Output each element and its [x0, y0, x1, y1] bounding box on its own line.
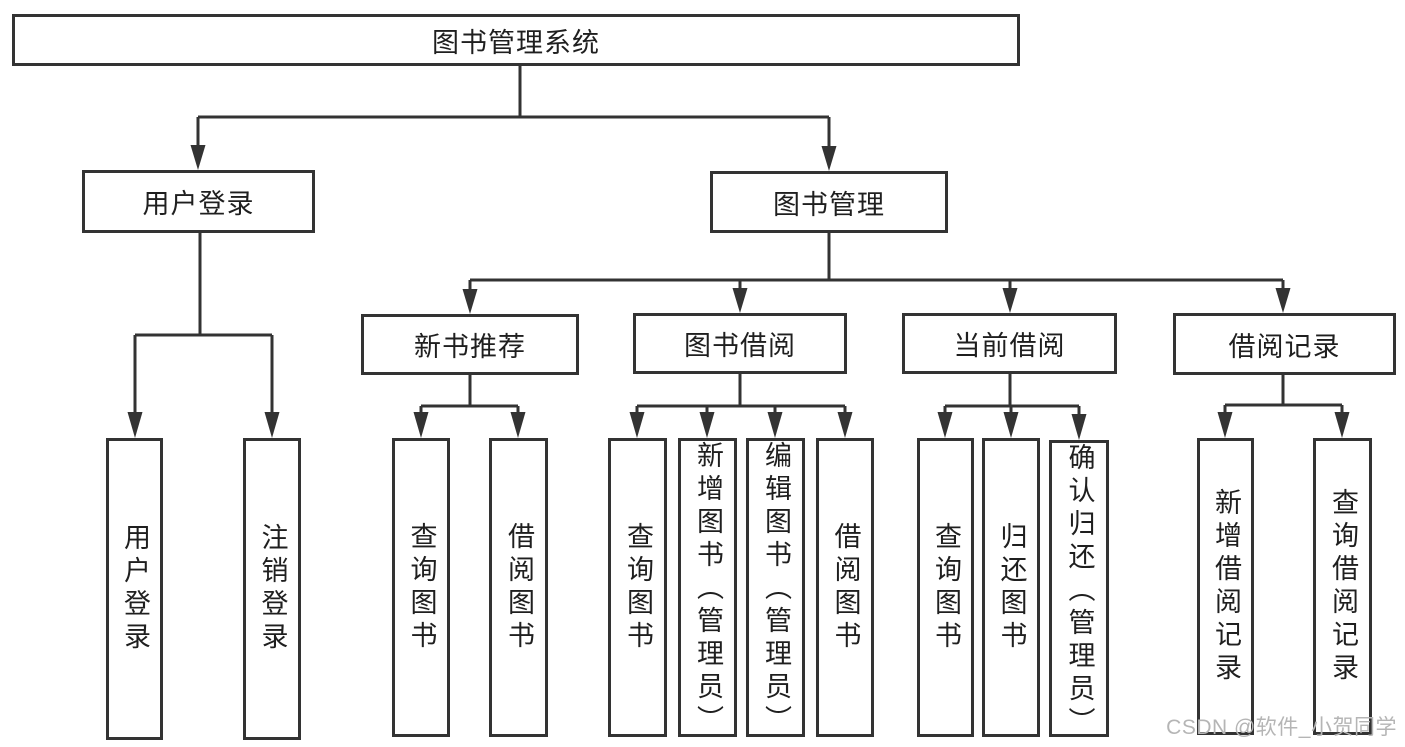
leaf-current-query-books: 查询图书 [917, 438, 974, 737]
node-root: 图书管理系统 [12, 14, 1020, 66]
node-borrow-records: 借阅记录 [1173, 313, 1396, 375]
leaf-borrow-add-books-admin: 新增图书（管理员） [678, 438, 737, 738]
leaf-borrow-add-books-admin-label: 新增图书（管理员） [693, 441, 723, 738]
leaf-current-return-books-label: 归还图书 [996, 521, 1027, 654]
leaf-borrow-query-books: 查询图书 [608, 438, 667, 737]
node-new-book-recommend: 新书推荐 [361, 314, 579, 375]
leaf-borrow-borrow-books-label: 借阅图书 [830, 521, 861, 654]
node-new-book-recommend-label: 新书推荐 [414, 332, 526, 362]
node-borrow-records-label: 借阅记录 [1228, 331, 1341, 362]
leaf-recommend-borrow-books: 借阅图书 [489, 438, 548, 737]
leaf-records-query-record: 查询借阅记录 [1313, 438, 1372, 735]
arrowhead-icons [127, 145, 1350, 440]
leaf-borrow-edit-books-admin: 编辑图书（管理员） [746, 438, 805, 738]
node-current-borrow-label: 当前借阅 [953, 331, 1066, 361]
leaf-records-query-record-label: 查询借阅记录 [1328, 487, 1358, 686]
leaf-borrow-borrow-books: 借阅图书 [816, 438, 874, 737]
leaf-user-login-label: 用户登录 [120, 523, 150, 655]
node-root-label: 图书管理系统 [432, 27, 600, 58]
node-current-borrow: 当前借阅 [902, 313, 1117, 374]
leaf-logout-label: 注销登录 [257, 523, 288, 655]
leaf-recommend-query-books: 查询图书 [392, 438, 450, 737]
leaf-current-confirm-return-admin: 确认归还（管理员） [1049, 440, 1109, 740]
leaf-recommend-borrow-books-label: 借阅图书 [504, 521, 534, 654]
watermark: CSDN @软件_小贺同学 [1166, 716, 1397, 739]
leaf-records-add-record-label: 新增借阅记录 [1211, 487, 1241, 686]
node-user-login-branch: 用户登录 [82, 170, 315, 233]
node-book-borrow: 图书借阅 [633, 313, 847, 374]
node-book-borrow-label: 图书借阅 [684, 331, 796, 361]
leaf-current-query-books-label: 查询图书 [931, 521, 961, 654]
node-user-login-branch-label: 用户登录 [142, 189, 255, 219]
leaf-borrow-query-books-label: 查询图书 [623, 521, 653, 654]
node-book-management-branch-label: 图书管理 [773, 189, 885, 220]
node-book-management-branch: 图书管理 [710, 171, 948, 233]
leaf-logout: 注销登录 [243, 438, 301, 740]
leaf-current-return-books: 归还图书 [982, 438, 1040, 737]
leaf-user-login: 用户登录 [106, 438, 163, 740]
leaf-current-confirm-return-admin-label: 确认归还（管理员） [1064, 443, 1095, 740]
leaf-records-add-record: 新增借阅记录 [1197, 438, 1254, 735]
leaf-recommend-query-books-label: 查询图书 [406, 521, 437, 654]
leaf-borrow-edit-books-admin-label: 编辑图书（管理员） [761, 441, 791, 738]
